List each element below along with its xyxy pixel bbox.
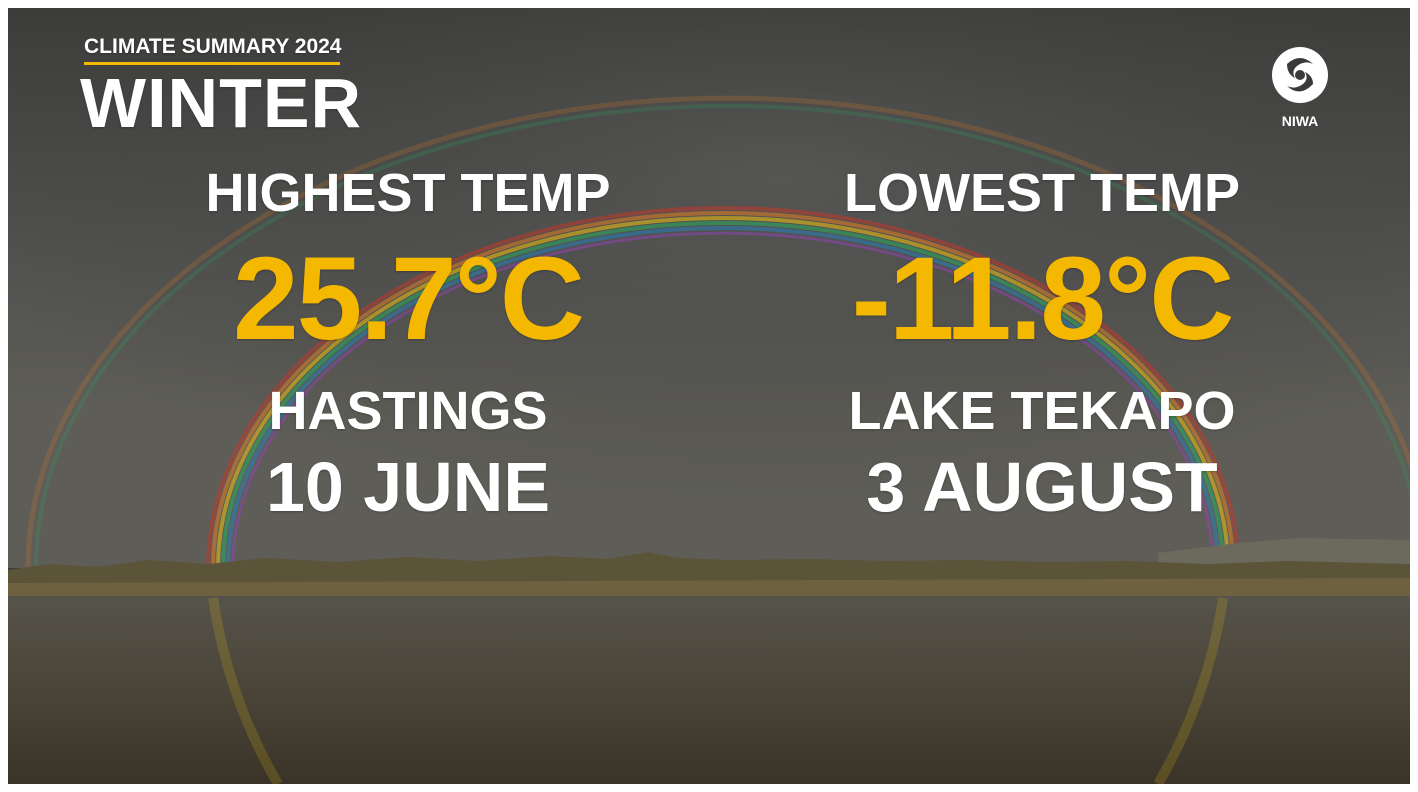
infographic: CLIMATE SUMMARY 2024 WINTER HIGHEST TEMP… xyxy=(8,8,1410,784)
niwa-wordmark: NIWA xyxy=(1281,113,1319,129)
highest-temp-panel: HIGHEST TEMP 25.7°C HASTINGS 10 JUNE xyxy=(148,166,668,532)
season-title: WINTER xyxy=(80,64,363,142)
lowest-temp-place: LAKE TEKAPO xyxy=(848,381,1236,441)
lowest-temp-heading: LOWEST TEMP xyxy=(844,163,1240,223)
lowest-temp-value: -11.8°C xyxy=(851,233,1235,365)
lowest-temp-panel: LOWEST TEMP -11.8°C LAKE TEKAPO 3 AUGUST xyxy=(782,166,1302,532)
rainbow xyxy=(206,206,1240,569)
lowest-temp-date: 3 AUGUST xyxy=(866,448,1218,526)
title-divider xyxy=(84,62,340,65)
niwa-swirl-icon xyxy=(1272,47,1328,103)
highest-temp-place: HASTINGS xyxy=(268,381,548,441)
summary-kicker: CLIMATE SUMMARY 2024 xyxy=(84,35,342,58)
highest-temp-date: 10 JUNE xyxy=(265,448,551,526)
highest-temp-heading: HIGHEST TEMP xyxy=(205,163,611,223)
secondary-rainbow xyxy=(25,95,1410,569)
highest-temp-value: 25.7°C xyxy=(232,233,585,365)
background-photo xyxy=(8,8,1410,784)
niwa-logo: NIWA xyxy=(1260,44,1340,154)
